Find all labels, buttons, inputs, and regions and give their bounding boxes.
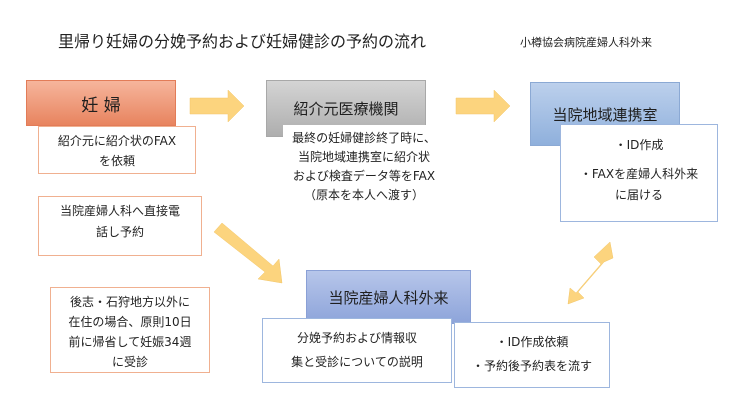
- box-fax-request: 紹介元に紹介状のFAX を依頼: [38, 126, 196, 174]
- text-line: 分娩予約および情報収: [296, 331, 417, 345]
- page-title: 里帰り妊婦の分娩予約および妊婦健診の予約の流れ: [58, 32, 427, 51]
- box-outpatient-tasks: 分娩予約および情報収 集と受診についての説明: [262, 318, 452, 383]
- text-line: ・予約後予約表を流す: [471, 359, 592, 373]
- text-line: 話し予約: [95, 225, 144, 239]
- text-line: 当院地域連携室に紹介状: [297, 150, 430, 164]
- text-line: ・FAXを産婦人科外来: [579, 167, 699, 181]
- text-line: 最終の妊婦健診終了時に、: [292, 131, 436, 145]
- arrow-pregnant-to-referring: [189, 89, 245, 123]
- arrow-direct-to-outpatient: [213, 222, 283, 284]
- arrow-liaison-outpatient: [567, 241, 614, 305]
- text-line: ・ID作成: [614, 138, 664, 152]
- node-pregnant: 妊 婦: [26, 80, 176, 126]
- box-direct-call: 当院産婦人科へ直接電 話し予約: [38, 196, 202, 256]
- box-liaison-tasks: ・ID作成 ・FAXを産婦人科外来 に届ける: [560, 124, 718, 222]
- department-label: 小樽協会病院産婦人科外来: [520, 36, 652, 49]
- text-line: 前に帰省して妊娠34週: [68, 335, 192, 349]
- arrow-referring-to-liaison: [455, 89, 511, 123]
- text-line: （原本を本人へ渡す）: [303, 188, 424, 202]
- box-outside-region: 後志・石狩地方以外に 在住の場合、原則10日 前に帰省して妊娠34週 に受診: [50, 287, 210, 373]
- node-obgyn-outpatient: 当院産婦人科外来: [306, 270, 471, 324]
- text-line: ・ID作成依頼: [495, 335, 569, 349]
- text-line: に届ける: [614, 188, 663, 202]
- text-line: 後志・石狩地方以外に: [69, 295, 190, 309]
- text-line: および検査データ等をFAX: [292, 169, 436, 183]
- text-line: を依頼: [98, 154, 135, 168]
- box-final-exam: 最終の妊婦健診終了時に、 当院地域連携室に紹介状 および検査データ等をFAX （…: [283, 125, 445, 211]
- box-id-request: ・ID作成依頼 ・予約後予約表を流す: [454, 322, 610, 388]
- text-line: 当院産婦人科へ直接電: [59, 204, 180, 218]
- text-line: 紹介元に紹介状のFAX: [57, 134, 177, 148]
- text-line: に受診: [111, 355, 148, 369]
- text-line: 在住の場合、原則10日: [68, 315, 192, 329]
- text-line: 集と受診についての説明: [291, 355, 423, 369]
